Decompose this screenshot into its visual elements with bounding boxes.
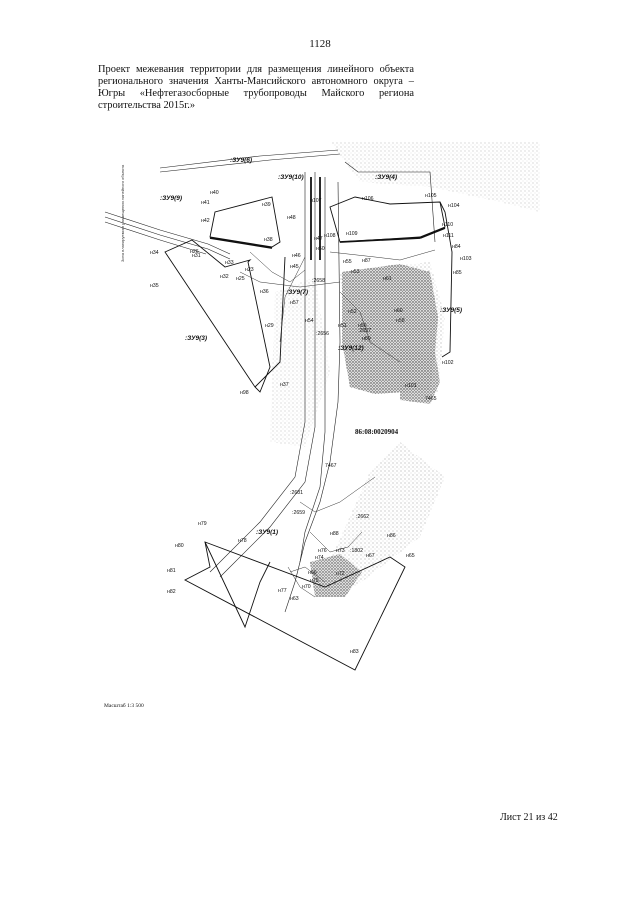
point-label: н74	[315, 555, 324, 561]
point-label: н25	[236, 276, 245, 282]
point-label: н42	[201, 218, 210, 224]
point-label: н31	[192, 253, 201, 259]
point-label: н101	[405, 383, 417, 389]
point-label: н63	[290, 596, 299, 602]
point-label: н66	[308, 570, 317, 576]
plot-label-zu6: :ЗУ9(6)	[230, 157, 252, 164]
point-label: н61	[383, 276, 392, 282]
point-label: н83	[350, 649, 359, 655]
point-label: н111	[443, 233, 454, 239]
plot-label-zu1: :ЗУ9(1)	[256, 529, 278, 536]
point-label: н52	[348, 309, 357, 315]
point-label: н45	[290, 264, 299, 270]
pipeline-lines	[209, 177, 446, 260]
point-label: н65	[406, 553, 415, 559]
point-label: н87	[362, 258, 371, 264]
plot-label-zu12: :ЗУ9(12)	[338, 345, 364, 352]
point-label: н26	[190, 249, 199, 255]
inner-lines	[239, 249, 436, 598]
point-label: н76	[318, 548, 327, 554]
page-number: 1128	[309, 38, 331, 50]
point-label: н56	[358, 323, 367, 329]
point-label: н23	[245, 267, 254, 273]
point-label: н58	[396, 318, 405, 324]
point-label: н47	[314, 236, 323, 242]
point-label: н108	[324, 233, 336, 239]
point-label: н105	[425, 193, 437, 199]
point-label: н57	[290, 300, 299, 306]
point-label: н33	[225, 260, 234, 266]
point-label: н40	[210, 190, 219, 196]
point-label: н72	[336, 571, 345, 577]
point-label: н88	[330, 531, 339, 537]
parcel-id-label: :2659	[292, 510, 305, 516]
point-label: н81	[167, 568, 176, 574]
road-lines	[104, 149, 436, 613]
point-label: н109	[346, 231, 358, 237]
point-label: н107	[310, 198, 322, 204]
parcel-id-label: 7467	[325, 463, 337, 469]
zone-caption: Зона планируемого размещения линейного о…	[120, 164, 125, 262]
point-label: н32	[220, 274, 229, 280]
parcel-id-label: :1802	[350, 548, 363, 554]
point-label: н98	[240, 390, 249, 396]
point-label: н38	[264, 237, 273, 243]
point-label: н41	[201, 200, 210, 206]
cadastral-number: 86:08:0020904	[355, 428, 399, 436]
point-label: н86	[387, 533, 396, 539]
point-label: н104	[448, 203, 460, 209]
parcel-id-label: :2658	[312, 278, 325, 284]
cadastral-map: Зона планируемого размещения линейного о…	[100, 142, 540, 702]
point-label: н73	[336, 548, 345, 554]
point-label: н60	[394, 308, 403, 314]
parcel-id-label: :2656	[316, 331, 329, 337]
point-label: н84	[452, 244, 461, 250]
plot-label-zu10: :ЗУ9(10)	[278, 174, 304, 181]
point-label: н79	[198, 521, 207, 527]
point-label: н85	[453, 270, 462, 276]
plot-label-zu3: :ЗУ9(3)	[185, 335, 207, 342]
sheet-number: Лист 21 из 42	[500, 812, 558, 823]
point-label: н55	[343, 259, 352, 265]
point-label: н50	[316, 246, 325, 252]
plot-label-zu7: :ЗУ9(7)	[286, 289, 308, 296]
point-label: н103	[460, 256, 472, 262]
point-label: н34	[150, 250, 159, 256]
point-label: н82	[167, 589, 176, 595]
point-label: н35	[150, 283, 159, 289]
point-label: н29	[265, 323, 274, 329]
point-label: н67	[366, 553, 375, 559]
point-label: н70	[302, 584, 311, 590]
point-label: н53	[351, 269, 360, 275]
parcel-id-label: 7465	[425, 396, 437, 402]
point-label: н77	[278, 588, 287, 594]
parcel-id-label: :2662	[356, 514, 369, 520]
point-labels: н40 н41 н42 н39 н48 н107 н106 н105 н104 …	[150, 190, 472, 655]
plot-label-zu9: :ЗУ9(9)	[160, 195, 182, 202]
point-label: н89	[362, 336, 371, 342]
parcel-id-label: :2657	[358, 328, 371, 334]
point-label: н54	[305, 318, 314, 324]
plot-label-zu5: :ЗУ9(5)	[440, 307, 462, 314]
point-label: н37	[280, 382, 289, 388]
point-label: н46	[292, 253, 301, 259]
point-label: н36	[260, 289, 269, 295]
document-title: Проект межевания территории для размещен…	[98, 64, 414, 111]
point-label: н48	[287, 215, 296, 221]
point-label: н102	[442, 360, 454, 366]
point-label: н78	[238, 538, 247, 544]
plot-label-zu4: :ЗУ9(4)	[375, 174, 397, 181]
point-label: н75	[310, 578, 319, 584]
point-label: н110	[442, 222, 453, 228]
parcel-id-label: :2681	[290, 490, 303, 496]
point-label: н39	[262, 202, 271, 208]
point-label: н80	[175, 543, 184, 549]
point-label: н51	[338, 323, 347, 329]
point-label: н106	[362, 196, 374, 202]
map-scale: Масштаб 1:3 500	[104, 703, 144, 709]
